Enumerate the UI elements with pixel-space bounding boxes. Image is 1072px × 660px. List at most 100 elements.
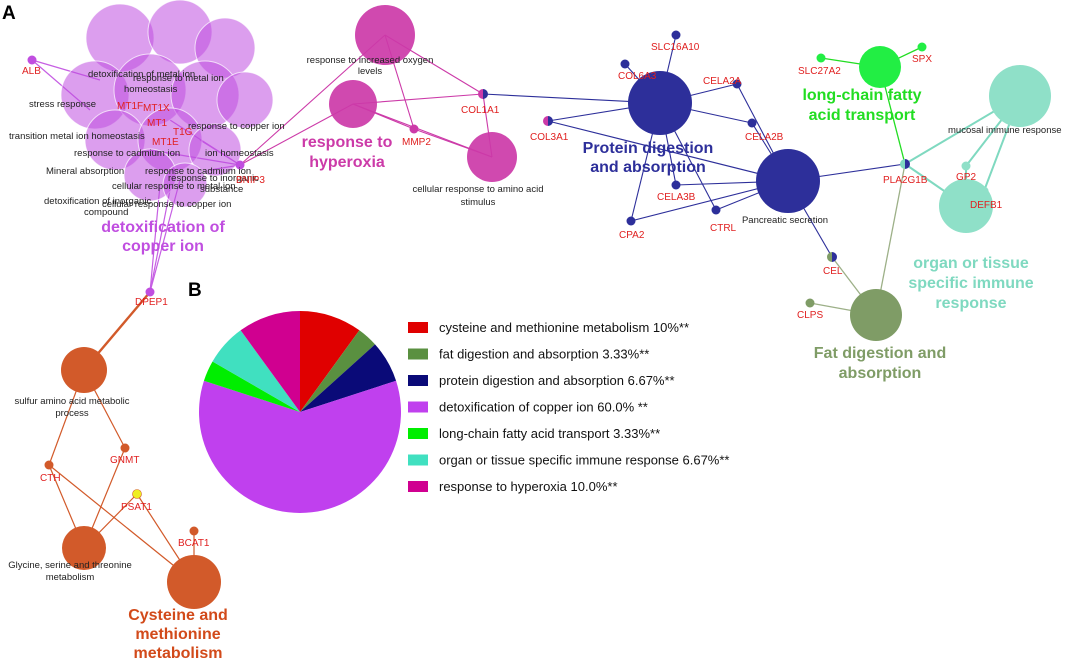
- term-label-pancreatic: Pancreatic secretion: [742, 215, 828, 226]
- gene-node-gnmt[interactable]: [120, 443, 130, 453]
- copper-term-node[interactable]: [216, 71, 274, 129]
- legend-swatch: [408, 454, 428, 466]
- gene-node-mmp2[interactable]: [409, 124, 419, 134]
- term-node-mucosal-immune-response[interactable]: [989, 65, 1051, 127]
- term-label-mucosal: mucosal immune response: [948, 125, 1062, 136]
- gene-node-cela3b[interactable]: [671, 180, 681, 190]
- gene-node-slc16a10[interactable]: [671, 30, 681, 40]
- gene-label-defb1: DEFB1: [970, 200, 1003, 211]
- gene-node-defb1[interactable]: [979, 186, 989, 196]
- gene-label-col6a3: COL6A3: [618, 71, 657, 82]
- gene-label-gnmt: GNMT: [110, 455, 139, 466]
- gene-node-pla2g1b[interactable]: [900, 159, 910, 169]
- pie-chart: [198, 311, 401, 513]
- copper-term-node[interactable]: [188, 123, 242, 177]
- gene-node-cpa2[interactable]: [626, 216, 636, 226]
- term-node-organ-tissue-immune[interactable]: [939, 179, 993, 233]
- cluster-label-fatty-acid: long-chain fatty: [802, 87, 921, 104]
- pie-slice[interactable]: [300, 311, 360, 412]
- cluster-label-immune: specific immune: [908, 275, 1033, 292]
- term-node-protein-digestion[interactable]: [628, 71, 692, 135]
- gene-node-psat1[interactable]: [132, 489, 142, 499]
- shared-gene-nodes: COL1A1 COL3A1 PLA2G1B CEL: [461, 89, 928, 277]
- term-label: cellular response to amino acid: [413, 184, 544, 195]
- hyperoxia-cluster: response to increased oxygen levels cell…: [302, 5, 544, 208]
- gene-label-slc16a10: SLC16A10: [651, 42, 700, 53]
- gene-node-bcat1[interactable]: [189, 526, 199, 536]
- gene-label-cpa2: CPA2: [619, 230, 645, 241]
- legend-label: response to hyperoxia 10.0%**: [439, 479, 618, 494]
- cluster-label-cysteine: methionine: [135, 626, 220, 643]
- copper-term-node[interactable]: [162, 162, 208, 208]
- term-node-glycine-serine-threonine[interactable]: [62, 526, 106, 570]
- gene-node-alb[interactable]: [27, 55, 37, 65]
- gene-node-dpep1[interactable]: [145, 287, 155, 297]
- gene-label-psat1: PSAT1: [121, 502, 152, 513]
- term-label: response to copper ion: [188, 121, 285, 132]
- gene-label-mt1x: MT1X: [143, 103, 170, 114]
- term-label: metabolism: [46, 572, 95, 583]
- pie-slice[interactable]: [212, 330, 300, 412]
- gene-node-cela2a[interactable]: [732, 79, 742, 89]
- gene-label-mt1e: MT1E: [152, 137, 179, 148]
- term-node-sulfur-amino-acid[interactable]: [61, 347, 107, 393]
- immune-cluster: mucosal immune response GP2 DEFB1 organ …: [908, 65, 1062, 312]
- panel-label-a: A: [2, 3, 16, 24]
- legend-swatch: [408, 481, 428, 492]
- copper-cluster: detoxification of metal ion response to …: [9, 0, 285, 308]
- cluster-label-copper: copper ion: [122, 238, 204, 255]
- cluster-label-protein: Protein digestion: [583, 140, 714, 157]
- term-label: substance: [200, 184, 243, 195]
- gene-node-ctrl[interactable]: [711, 205, 721, 215]
- pie-slice[interactable]: [198, 380, 401, 513]
- gene-node-col6a3[interactable]: [620, 59, 630, 69]
- legend-swatch: [408, 348, 428, 360]
- gene-node-bnip3[interactable]: [235, 160, 245, 170]
- gene-label-mt1: MT1: [147, 118, 167, 129]
- term-node-cysteine-methionine[interactable]: [167, 555, 221, 609]
- gene-label-mmp2: MMP2: [402, 137, 431, 148]
- term-label: ion homeostasis: [205, 148, 274, 159]
- term-node-fat-digestion[interactable]: [850, 289, 902, 341]
- gene-label-col3a1: COL3A1: [530, 132, 569, 143]
- term-label: sulfur amino acid metabolic: [14, 396, 129, 407]
- term-label: detoxification of inorganic: [44, 196, 151, 207]
- gene-node-cel[interactable]: [827, 252, 837, 262]
- pie-slice[interactable]: [203, 361, 300, 412]
- term-node-long-chain-fatty-acid[interactable]: [859, 46, 901, 88]
- term-label: response to increased oxygen: [307, 55, 434, 66]
- pie-slice[interactable]: [240, 311, 300, 412]
- term-label: response to cadmium ion: [145, 166, 251, 177]
- gene-node-spx[interactable]: [917, 42, 927, 52]
- pie-legend: cysteine and methionine metabolism 10%**…: [408, 320, 729, 494]
- gene-node-col1a1[interactable]: [478, 89, 488, 99]
- term-node-response-to-increased-oxygen[interactable]: [355, 5, 415, 65]
- gene-node-clps[interactable]: [805, 298, 815, 308]
- gene-node-cth[interactable]: [44, 460, 54, 470]
- term-label: cellular response to copper ion: [102, 199, 231, 210]
- pie-slice[interactable]: [300, 330, 376, 412]
- gene-label-alb: ALB: [22, 66, 41, 77]
- legend-label: cysteine and methionine metabolism 10%**: [439, 320, 689, 335]
- gene-label-dpep1: DPEP1: [135, 297, 168, 308]
- term-node-pancreatic-secretion[interactable]: [756, 149, 820, 213]
- term-node-response-to-hyperoxia[interactable]: [329, 80, 377, 128]
- cluster-label-cysteine: metabolism: [134, 645, 223, 660]
- panel-label-b: B: [188, 280, 202, 301]
- gene-node-slc27a2[interactable]: [816, 53, 826, 63]
- term-label: response to cadmium ion: [74, 148, 180, 159]
- gene-node-gp2[interactable]: [961, 161, 971, 171]
- pie-slice[interactable]: [300, 344, 397, 412]
- fatty-acid-cluster: SLC27A2 SPX long-chain fatty acid transp…: [798, 42, 932, 124]
- gene-label-bcat1: BCAT1: [178, 538, 210, 549]
- gene-node-cela2b[interactable]: [747, 118, 757, 128]
- cluster-label-immune: response: [935, 295, 1006, 312]
- term-node-cellular-response-amino-acid[interactable]: [467, 132, 517, 182]
- gene-node-col3a1[interactable]: [543, 116, 553, 126]
- legend-label: detoxification of copper ion 60.0% **: [439, 400, 648, 415]
- gene-label-cela2b: CELA2B: [745, 132, 784, 143]
- gene-label-cth: CTH: [40, 473, 61, 484]
- gene-label-slc27a2: SLC27A2: [798, 66, 841, 77]
- gene-label-bnip3: BNIP3: [236, 175, 265, 186]
